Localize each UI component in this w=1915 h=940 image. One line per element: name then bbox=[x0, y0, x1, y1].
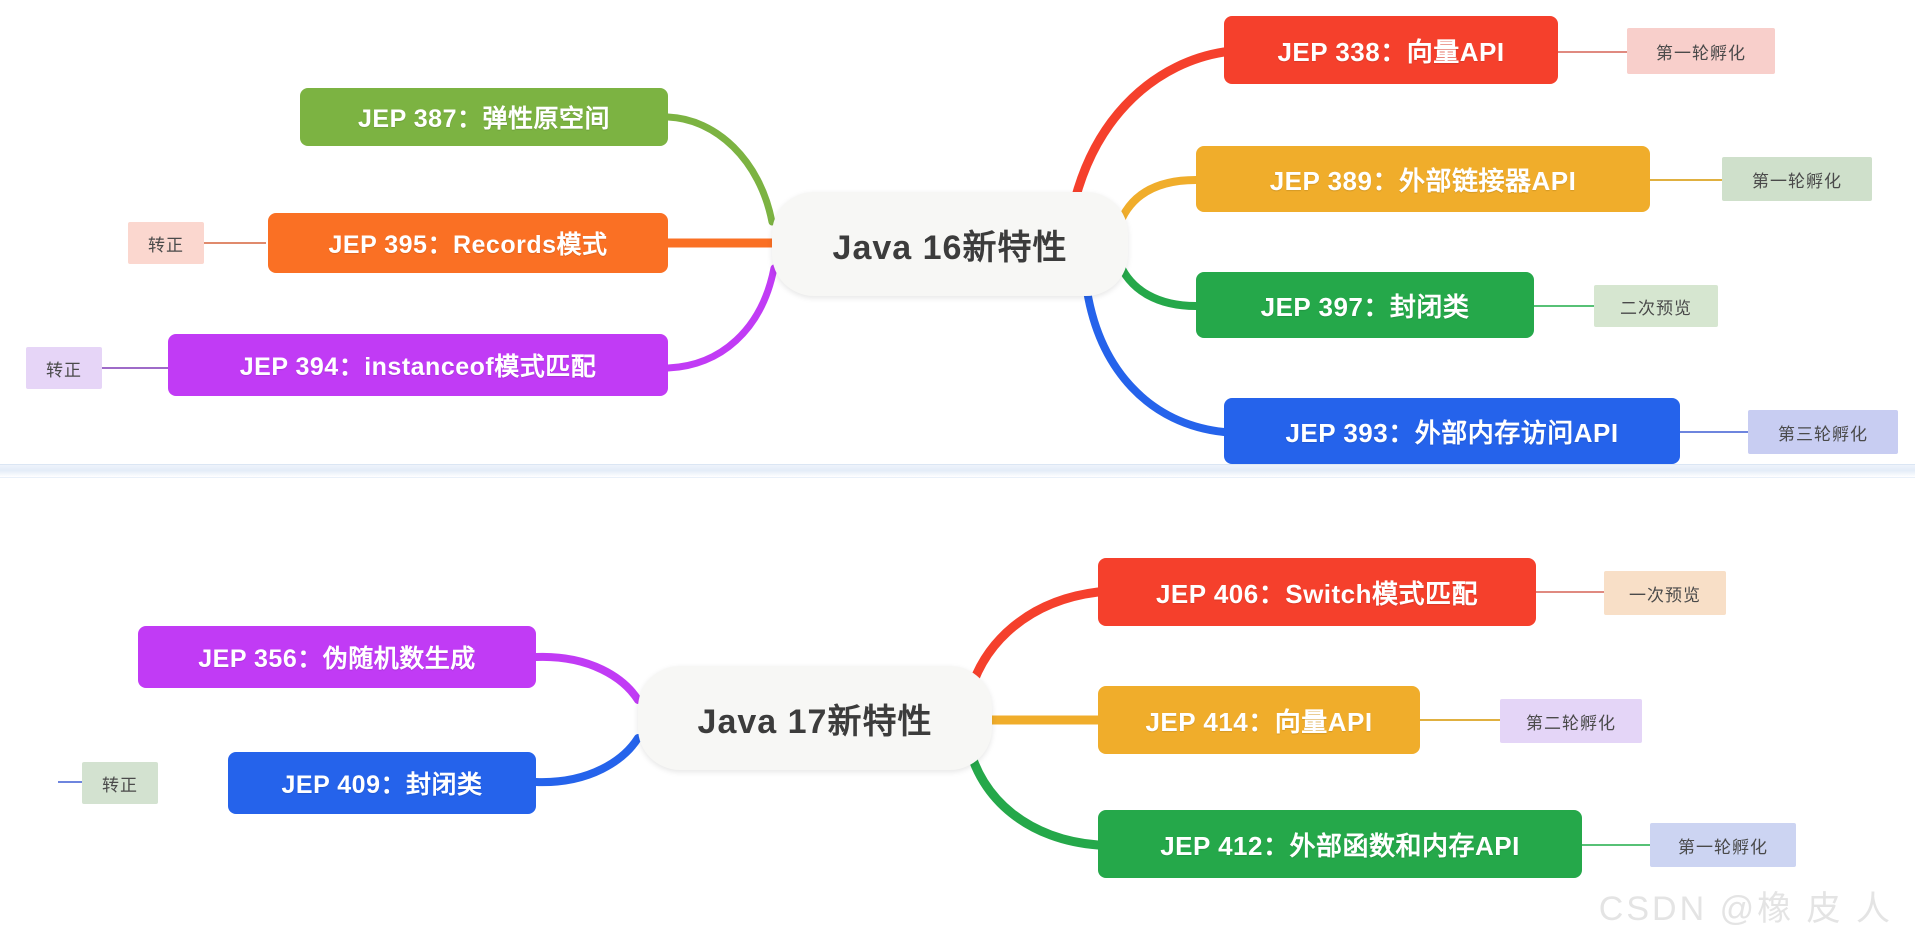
node-jep356[interactable]: JEP 356：伪随机数生成 bbox=[138, 626, 536, 688]
root-node-java16[interactable]: Java 16新特性 bbox=[772, 192, 1128, 296]
tag-jep389[interactable]: 第一轮孵化 bbox=[1722, 157, 1872, 201]
node-label-jep387: JEP 387：弹性原空间 bbox=[358, 105, 610, 133]
node-label-jep409: JEP 409：封闭类 bbox=[281, 771, 483, 799]
node-jep406[interactable]: JEP 406：Switch模式匹配 bbox=[1098, 558, 1536, 626]
node-label-jep395: JEP 395：Records模式 bbox=[328, 231, 608, 259]
tag-label-jep393: 第三轮孵化 bbox=[1778, 424, 1868, 444]
tag-jep395[interactable]: 转正 bbox=[128, 222, 204, 264]
node-label-jep394: JEP 394：instanceof模式匹配 bbox=[239, 353, 597, 381]
tag-jep414[interactable]: 第二轮孵化 bbox=[1500, 699, 1642, 743]
tag-jep412[interactable]: 第一轮孵化 bbox=[1650, 823, 1796, 867]
node-jep393[interactable]: JEP 393：外部内存访问API bbox=[1224, 398, 1680, 464]
node-jep395[interactable]: JEP 395：Records模式 bbox=[268, 213, 668, 273]
tag-jep338[interactable]: 第一轮孵化 bbox=[1627, 28, 1775, 74]
node-jep409[interactable]: JEP 409：封闭类 bbox=[228, 752, 536, 814]
tag-jep397[interactable]: 二次预览 bbox=[1594, 285, 1718, 327]
csdn-watermark: CSDN @橡 皮 人 bbox=[1598, 890, 1893, 928]
node-label-jep356: JEP 356：伪随机数生成 bbox=[198, 645, 476, 673]
tag-label-jep412: 第一轮孵化 bbox=[1678, 837, 1768, 857]
node-jep394[interactable]: JEP 394：instanceof模式匹配 bbox=[168, 334, 668, 396]
tag-label-jep414: 第二轮孵化 bbox=[1526, 713, 1616, 733]
root-label-java16: Java 16新特性 bbox=[832, 228, 1068, 267]
tag-label-jep389: 第一轮孵化 bbox=[1752, 171, 1842, 191]
node-label-jep397: JEP 397：封闭类 bbox=[1260, 291, 1470, 322]
node-label-jep393: JEP 393：外部内存访问API bbox=[1285, 417, 1619, 448]
node-label-jep389: JEP 389：外部链接器API bbox=[1269, 165, 1577, 196]
node-jep389[interactable]: JEP 389：外部链接器API bbox=[1196, 146, 1650, 212]
tag-jep393[interactable]: 第三轮孵化 bbox=[1748, 410, 1898, 454]
root-node-java17[interactable]: Java 17新特性 bbox=[638, 666, 992, 770]
tag-label-jep338: 第一轮孵化 bbox=[1656, 43, 1746, 63]
node-label-jep414: JEP 414：向量API bbox=[1145, 706, 1373, 737]
node-label-jep406: JEP 406：Switch模式匹配 bbox=[1155, 578, 1479, 609]
tag-label-jep394: 转正 bbox=[46, 360, 82, 380]
panel-divider bbox=[0, 464, 1915, 478]
node-jep397[interactable]: JEP 397：封闭类 bbox=[1196, 272, 1534, 338]
node-jep387[interactable]: JEP 387：弹性原空间 bbox=[300, 88, 668, 146]
tag-label-jep395: 转正 bbox=[148, 235, 184, 255]
tag-jep409[interactable]: 转正 bbox=[82, 762, 158, 804]
tag-label-jep409: 转正 bbox=[102, 775, 138, 795]
node-jep414[interactable]: JEP 414：向量API bbox=[1098, 686, 1420, 754]
node-label-jep338: JEP 338：向量API bbox=[1277, 36, 1505, 67]
node-jep338[interactable]: JEP 338：向量API bbox=[1224, 16, 1558, 84]
node-jep412[interactable]: JEP 412：外部函数和内存API bbox=[1098, 810, 1582, 878]
tag-jep394[interactable]: 转正 bbox=[26, 347, 102, 389]
tag-label-jep397: 二次预览 bbox=[1620, 298, 1692, 318]
tag-jep406[interactable]: 一次预览 bbox=[1604, 571, 1726, 615]
tag-label-jep406: 一次预览 bbox=[1629, 585, 1701, 605]
root-label-java17: Java 17新特性 bbox=[697, 702, 933, 741]
node-label-jep412: JEP 412：外部函数和内存API bbox=[1160, 830, 1520, 861]
